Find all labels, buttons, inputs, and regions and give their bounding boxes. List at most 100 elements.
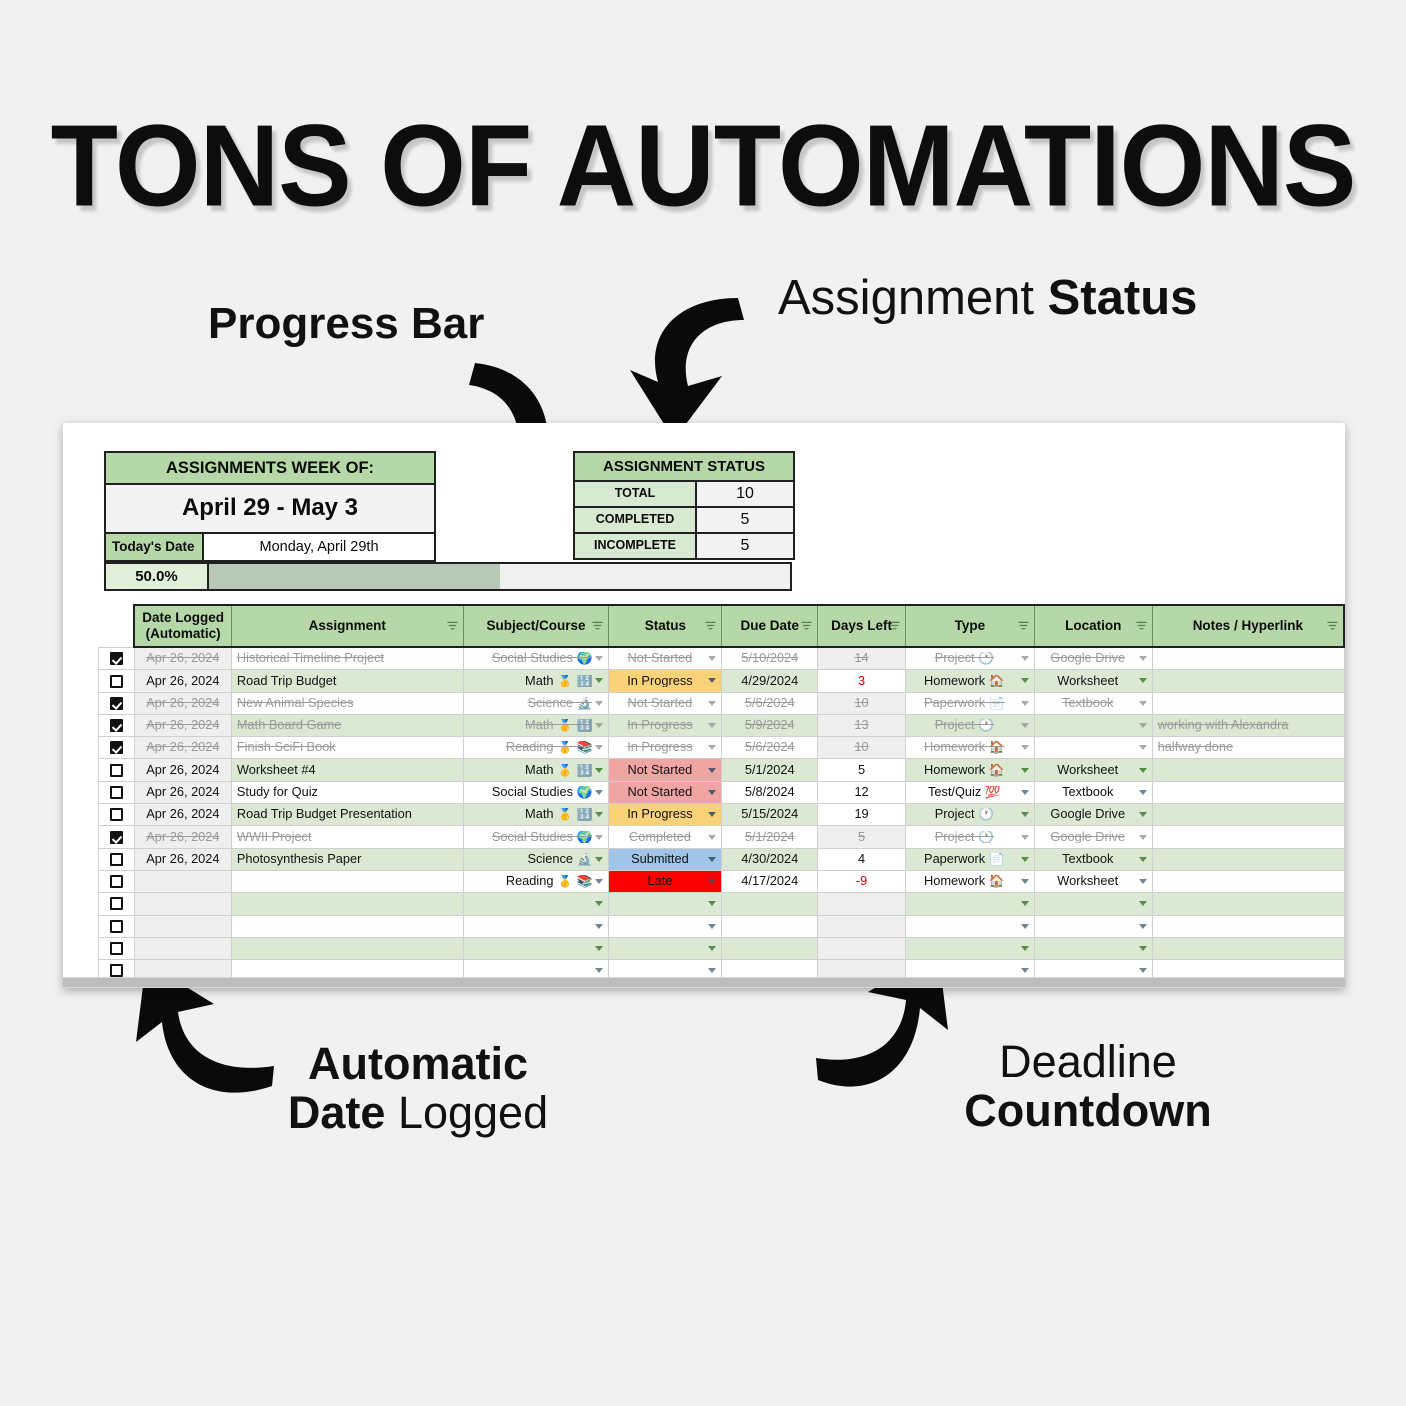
chevron-down-icon[interactable] — [595, 834, 604, 840]
cell-location[interactable]: Textbook — [1033, 847, 1153, 871]
cell-type[interactable] — [904, 914, 1035, 938]
assignments-week-range[interactable]: April 29 - May 3 — [106, 485, 434, 534]
chevron-down-icon[interactable] — [1020, 745, 1029, 751]
horizontal-scrollbar[interactable] — [63, 977, 1345, 988]
cell-due-date[interactable]: 5/1/2024 — [721, 825, 819, 849]
chevron-down-icon[interactable] — [595, 812, 604, 818]
chevron-down-icon[interactable] — [708, 723, 717, 729]
chevron-down-icon[interactable] — [1020, 812, 1029, 818]
chevron-down-icon[interactable] — [595, 968, 604, 974]
cell-due-date[interactable]: 5/1/2024 — [721, 758, 819, 782]
chevron-down-icon[interactable] — [1138, 901, 1147, 907]
cell-type[interactable]: Project 🕐 — [904, 803, 1035, 827]
cell-notes[interactable]: working with Alexandra — [1151, 713, 1345, 738]
chevron-down-icon[interactable] — [1020, 700, 1029, 706]
chevron-down-icon[interactable] — [595, 923, 604, 929]
chevron-down-icon[interactable] — [1020, 901, 1029, 907]
cell-location[interactable]: Textbook — [1033, 780, 1153, 805]
cell-location[interactable] — [1033, 936, 1153, 961]
cell-status[interactable] — [608, 936, 723, 961]
chevron-down-icon[interactable] — [708, 745, 717, 751]
cell-due-date[interactable] — [721, 936, 819, 961]
cell-notes[interactable] — [1151, 803, 1345, 827]
chevron-down-icon[interactable] — [708, 812, 717, 818]
cell-notes[interactable] — [1151, 758, 1345, 782]
cell-assignment[interactable]: Finish SciFi Book — [230, 736, 464, 760]
chevron-down-icon[interactable] — [1138, 745, 1147, 751]
cell-subject[interactable]: Reading 🥇 📚 — [462, 869, 610, 894]
chevron-down-icon[interactable] — [1020, 946, 1029, 951]
cell-notes[interactable] — [1151, 691, 1345, 715]
cell-notes[interactable] — [1151, 646, 1345, 671]
cell-notes[interactable] — [1151, 914, 1345, 938]
cell-type[interactable] — [904, 959, 1035, 983]
cell-notes[interactable] — [1151, 825, 1345, 849]
cell-status[interactable] — [608, 914, 723, 938]
cell-location[interactable]: Textbook — [1033, 691, 1153, 715]
cell-type[interactable]: Homework 🏠 — [904, 869, 1035, 894]
header-subject-course[interactable]: Subject/Course — [462, 604, 610, 648]
chevron-down-icon[interactable] — [1138, 834, 1147, 840]
cell-type[interactable]: Project 🕐 — [904, 713, 1035, 738]
cell-location[interactable]: Google Drive — [1033, 646, 1153, 671]
row-complete-checkbox-cell[interactable] — [98, 780, 135, 805]
cell-assignment[interactable]: Historical Timeline Project — [230, 646, 464, 671]
checkbox-unchecked-icon[interactable] — [109, 763, 123, 777]
header-notes-hyperlink[interactable]: Notes / Hyperlink — [1151, 604, 1345, 648]
chevron-down-icon[interactable] — [1138, 968, 1147, 974]
checkbox-unchecked-icon[interactable] — [109, 852, 123, 866]
cell-status[interactable]: In Progress — [608, 669, 723, 693]
chevron-down-icon[interactable] — [708, 678, 717, 684]
header-type[interactable]: Type — [904, 604, 1035, 648]
row-complete-checkbox-cell[interactable] — [98, 646, 135, 671]
cell-assignment[interactable] — [230, 936, 464, 961]
filter-icon[interactable] — [592, 621, 604, 631]
row-complete-checkbox-cell[interactable] — [98, 758, 135, 782]
cell-type[interactable]: Test/Quiz 💯 — [904, 780, 1035, 805]
chevron-down-icon[interactable] — [595, 946, 604, 951]
cell-subject[interactable]: Social Studies 🌍 — [462, 780, 610, 805]
cell-due-date[interactable]: 5/9/2024 — [721, 713, 819, 738]
chevron-down-icon[interactable] — [1138, 879, 1147, 885]
cell-status[interactable]: Not Started — [608, 758, 723, 782]
chevron-down-icon[interactable] — [708, 879, 717, 885]
cell-location[interactable] — [1033, 713, 1153, 738]
header-days-left[interactable]: Days Left — [817, 604, 906, 648]
cell-subject[interactable]: Math 🥇 🔢 — [462, 669, 610, 693]
chevron-down-icon[interactable] — [595, 901, 604, 907]
cell-subject[interactable]: Math 🥇 🔢 — [462, 713, 610, 738]
filter-icon[interactable] — [801, 621, 812, 631]
filter-icon[interactable] — [1018, 621, 1029, 631]
cell-assignment[interactable]: Worksheet #4 — [230, 758, 464, 782]
chevron-down-icon[interactable] — [1138, 656, 1147, 662]
header-due-date[interactable]: Due Date — [721, 604, 819, 648]
cell-location[interactable]: Worksheet — [1033, 869, 1153, 894]
filter-icon[interactable] — [446, 621, 458, 631]
chevron-down-icon[interactable] — [1138, 789, 1147, 795]
chevron-down-icon[interactable] — [708, 856, 717, 862]
cell-status[interactable]: In Progress — [608, 713, 723, 738]
checkbox-unchecked-icon[interactable] — [109, 674, 123, 688]
chevron-down-icon[interactable] — [1020, 767, 1029, 773]
row-complete-checkbox-cell[interactable] — [98, 713, 135, 738]
cell-notes[interactable] — [1151, 936, 1345, 961]
cell-subject[interactable]: Social Studies 🌍 — [462, 646, 610, 671]
chevron-down-icon[interactable] — [1138, 678, 1147, 684]
row-complete-checkbox-cell[interactable] — [98, 803, 135, 827]
table-row-empty[interactable] — [98, 914, 1345, 938]
cell-assignment[interactable] — [230, 959, 464, 983]
cell-location[interactable]: Worksheet — [1033, 669, 1153, 693]
checkbox-unchecked-icon[interactable] — [109, 964, 123, 978]
cell-subject[interactable]: Math 🥇 🔢 — [462, 758, 610, 782]
filter-icon[interactable] — [1327, 621, 1338, 631]
cell-subject[interactable]: Reading 🥇 📚 — [462, 736, 610, 760]
header-location[interactable]: Location — [1033, 604, 1153, 648]
filter-icon[interactable] — [889, 621, 900, 631]
cell-notes[interactable] — [1151, 669, 1345, 693]
